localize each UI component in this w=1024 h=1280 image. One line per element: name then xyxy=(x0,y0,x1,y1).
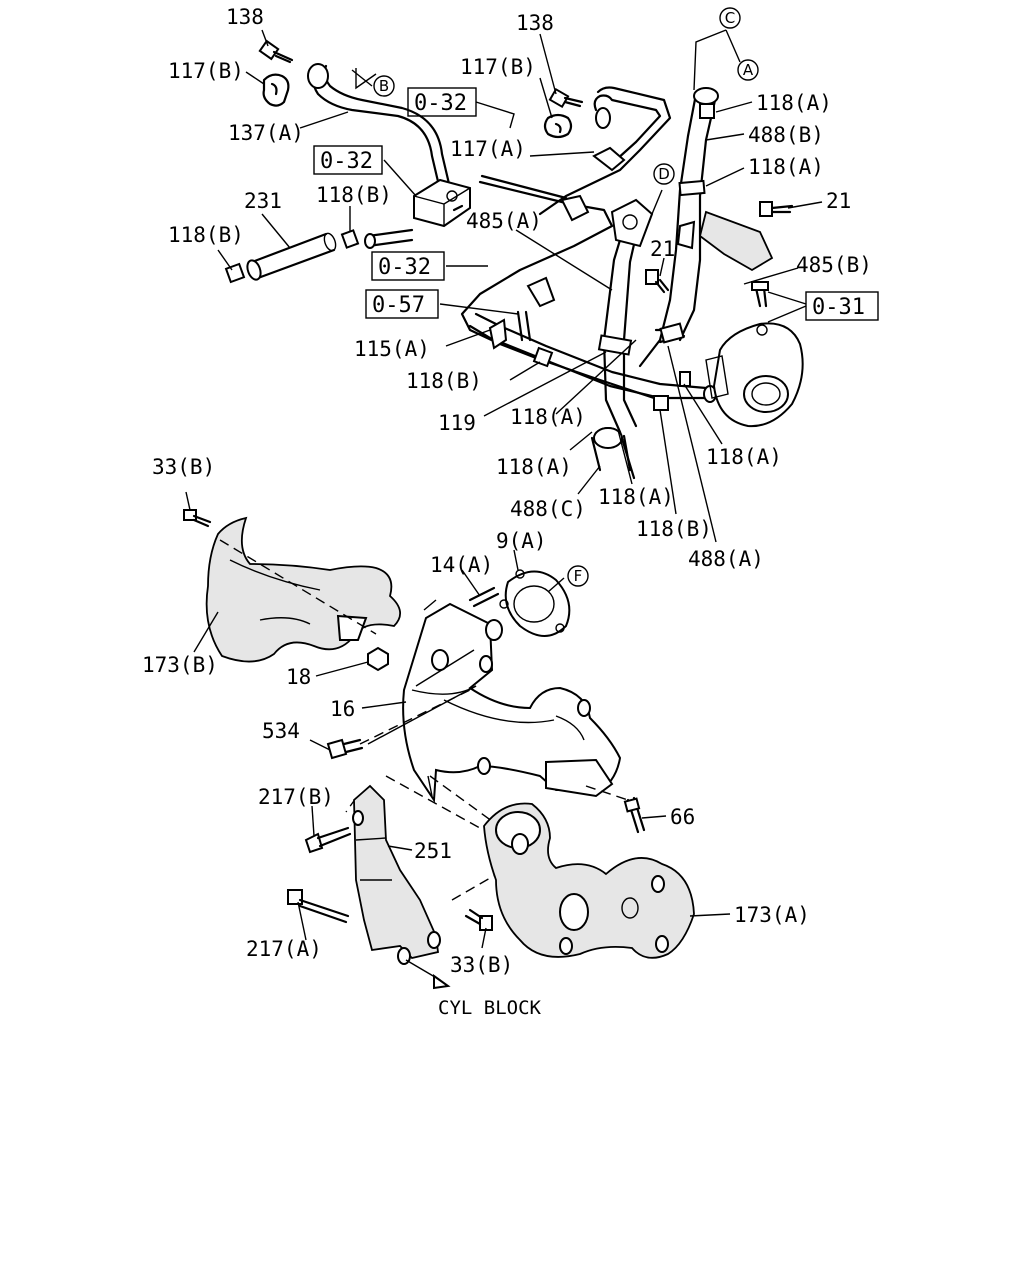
ref-circle-f: F xyxy=(574,567,583,585)
callout-173b: 173(B) xyxy=(142,653,218,677)
clip-117b-left xyxy=(262,73,290,107)
callout-66: 66 xyxy=(670,805,695,829)
callout-14a: 14(A) xyxy=(430,553,493,577)
hose-231 xyxy=(250,232,336,280)
bracket-251 xyxy=(353,784,439,959)
callout-118a-right-mid: 118(A) xyxy=(748,155,824,179)
callout-118a-right-low: 118(A) xyxy=(706,445,782,469)
stud-14a xyxy=(468,586,500,608)
ref-circle-d: D xyxy=(658,165,670,183)
callout-119: 119 xyxy=(438,411,476,435)
ref-circle-b: B xyxy=(379,77,389,95)
callout-117b-mid: 117(B) xyxy=(460,55,536,79)
callout-33b-upper: 33(B) xyxy=(152,455,215,479)
callout-118b-top: 118(B) xyxy=(316,183,392,207)
callout-488b: 488(B) xyxy=(748,123,824,147)
clip-117b-mid xyxy=(543,113,573,139)
bracket-485b xyxy=(698,210,774,272)
callout-485b: 485(B) xyxy=(796,253,872,277)
bolt-217a xyxy=(287,889,350,924)
callout-118a-center: 118(A) xyxy=(510,405,586,429)
callout-118a-right-top: 118(A) xyxy=(756,91,832,115)
callout-488c: 488(C) xyxy=(510,497,586,521)
callout-117a: 117(A) xyxy=(450,137,526,161)
bolt-217b xyxy=(304,826,352,854)
callout-138-left: 138 xyxy=(226,5,264,29)
callout-118b-mid: 118(B) xyxy=(406,369,482,393)
boxed-reference-labels: 0-32 0-32 0-32 0-57 0-31 xyxy=(313,87,879,321)
callout-9a: 9(A) xyxy=(496,529,547,553)
callout-534: 534 xyxy=(262,719,300,743)
ref-box-0-31: 0-31 xyxy=(812,295,865,320)
callout-21-mid: 21 xyxy=(650,237,675,261)
callout-217a: 217(A) xyxy=(246,937,322,961)
ref-circle-c: C xyxy=(725,9,735,27)
ref-box-0-57: 0-57 xyxy=(372,293,425,318)
ref-box-0-32-b: 0-32 xyxy=(320,149,373,174)
callout-115a: 115(A) xyxy=(354,337,430,361)
nut-18 xyxy=(367,646,389,672)
parts-line-art xyxy=(183,39,804,990)
callout-118b-left: 118(B) xyxy=(168,223,244,247)
bolt-138-mid xyxy=(548,87,584,109)
callout-173a: 173(A) xyxy=(734,903,810,927)
bolt-138-left xyxy=(258,39,294,64)
pipe-488b xyxy=(638,92,698,368)
bolt-534 xyxy=(326,738,364,760)
bolt-33b-lower xyxy=(464,908,493,931)
part-callouts: 138 117(B) 137(A) 231 118(B) 118(B) 138 … xyxy=(142,5,872,977)
ref-circle-a: A xyxy=(743,61,754,79)
callout-118a-lower: 118(A) xyxy=(598,485,674,509)
callout-485a: 485(A) xyxy=(466,209,542,233)
callout-118a-lower-left: 118(A) xyxy=(496,455,572,479)
ref-box-0-32-c: 0-32 xyxy=(378,255,431,280)
exhaust-manifold-16 xyxy=(402,602,622,804)
callout-33b-lower: 33(B) xyxy=(450,953,513,977)
callout-488a: 488(A) xyxy=(688,547,764,571)
leader-lines xyxy=(185,29,823,949)
ref-box-0-32-a: 0-32 xyxy=(414,91,467,116)
pipe-upper-loop xyxy=(538,86,672,216)
callout-16: 16 xyxy=(330,697,355,721)
callout-138-mid: 138 xyxy=(516,11,554,35)
bolt-21-right xyxy=(759,201,794,217)
callout-18: 18 xyxy=(286,665,311,689)
exhaust-pipe-173a xyxy=(483,802,695,959)
callout-231: 231 xyxy=(244,189,282,213)
callout-217b: 217(B) xyxy=(258,785,334,809)
callout-21-right: 21 xyxy=(826,189,851,213)
callout-117b-left: 117(B) xyxy=(168,59,244,83)
hose-488c xyxy=(590,434,632,472)
caption-cyl-block: CYL BLOCK xyxy=(438,997,542,1019)
callout-118b-lower: 118(B) xyxy=(636,517,712,541)
callout-137a: 137(A) xyxy=(228,121,304,145)
callout-251: 251 xyxy=(414,839,452,863)
bolt-21-mid xyxy=(645,269,670,294)
alignment-lines xyxy=(219,539,629,901)
reference-circles: C A B D F xyxy=(373,7,759,587)
